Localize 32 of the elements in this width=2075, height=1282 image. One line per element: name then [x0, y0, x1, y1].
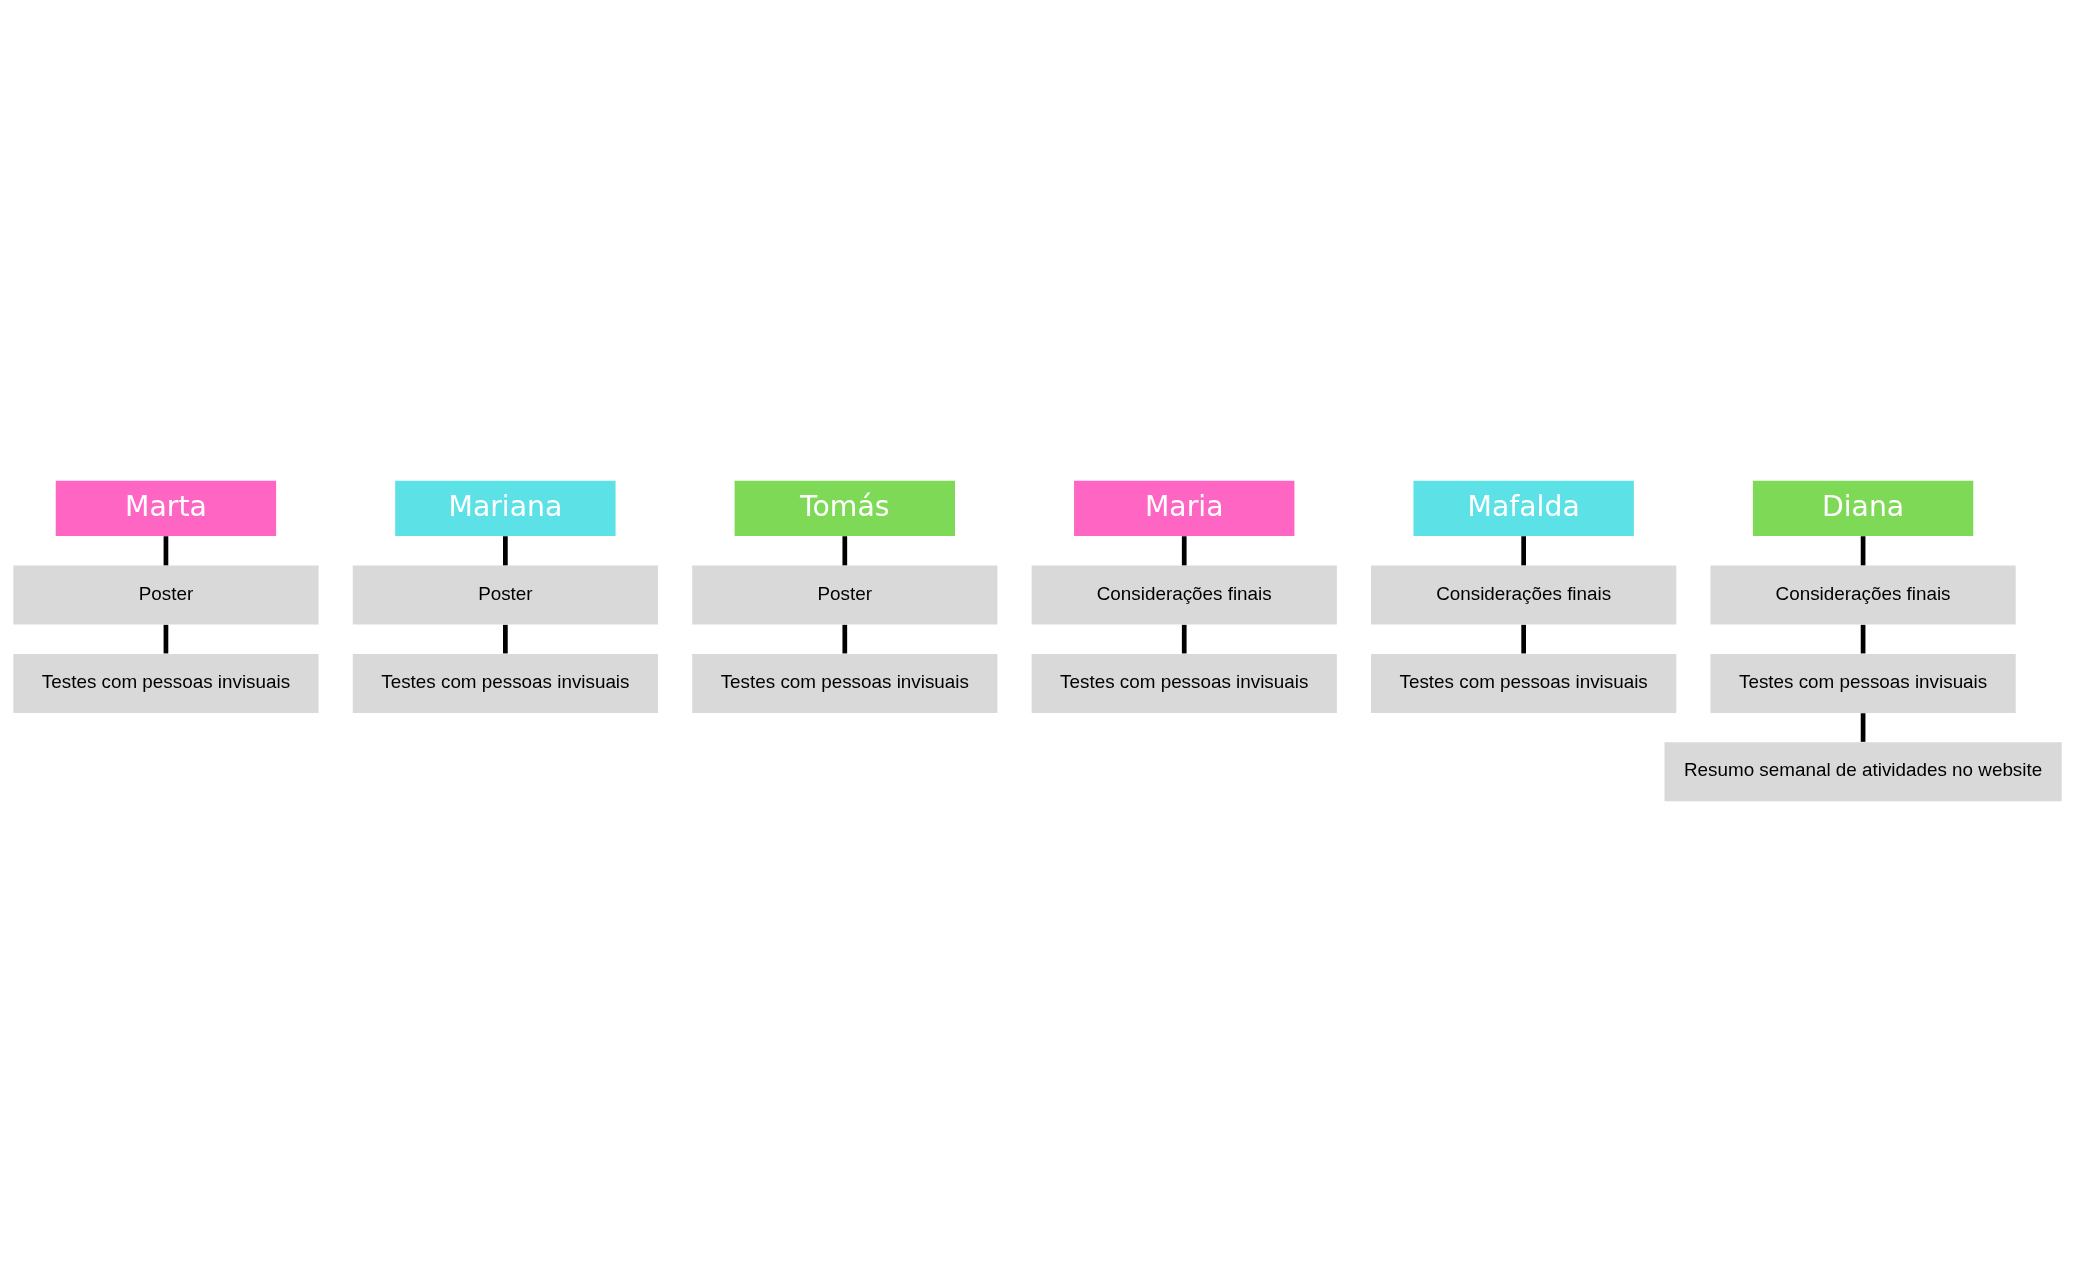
connector	[842, 624, 848, 654]
node-box: Considerações finais	[1371, 565, 1677, 625]
connector	[503, 536, 508, 566]
node-box: Mafalda	[1413, 480, 1634, 537]
node-box: Testes com pessoas invisuais	[352, 653, 658, 713]
node-box: Marta	[55, 480, 277, 537]
node-box: Maria	[1074, 480, 1295, 537]
node-box: Diana	[1752, 480, 1974, 537]
connector	[1860, 624, 1866, 654]
connector	[842, 536, 848, 566]
node-box: Considerações finais	[1710, 565, 2016, 625]
connector	[1860, 536, 1866, 566]
node-box: Poster	[352, 565, 658, 625]
node-box: Resumo semanal de atividades no website	[1664, 742, 2062, 802]
node-box: Poster	[13, 565, 319, 625]
connector	[163, 624, 169, 654]
node-box: Testes com pessoas invisuais	[1371, 653, 1677, 713]
connector	[503, 624, 508, 654]
connector	[1521, 536, 1526, 566]
connector	[1860, 713, 1866, 742]
connector	[1181, 536, 1187, 566]
node-box: Testes com pessoas invisuais	[13, 653, 319, 713]
connector	[1521, 624, 1526, 654]
node-box: Poster	[692, 565, 998, 625]
node-box: Considerações finais	[1031, 565, 1337, 625]
connector	[1181, 624, 1187, 654]
node-box: Tomás	[734, 480, 955, 537]
connector	[163, 536, 169, 566]
node-box: Testes com pessoas invisuais	[692, 653, 998, 713]
node-box: Testes com pessoas invisuais	[1710, 653, 2016, 713]
node-box: Testes com pessoas invisuais	[1031, 653, 1337, 713]
node-box: Mariana	[395, 480, 616, 537]
